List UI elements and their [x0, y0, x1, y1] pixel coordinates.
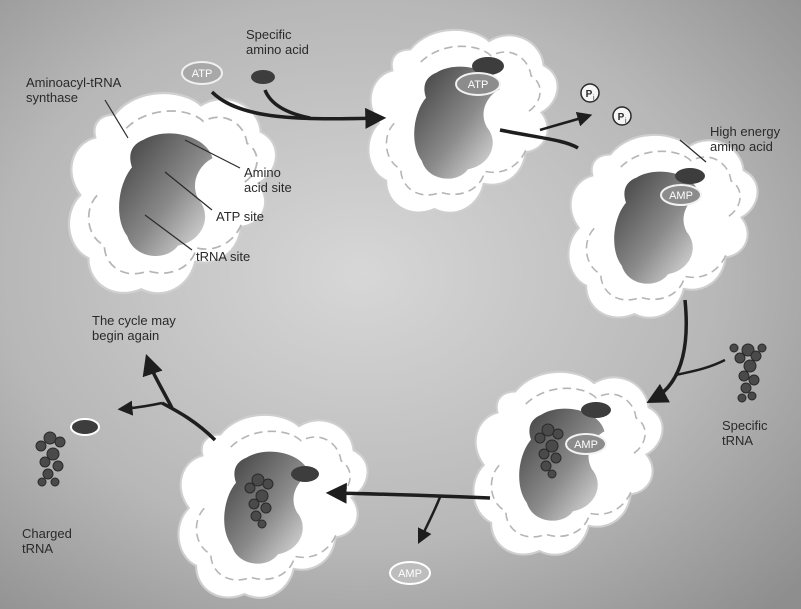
amino-acid-trna-step: [581, 402, 611, 418]
phosphate-label-1: P: [586, 89, 593, 100]
amp-bound-label-2: AMP: [574, 439, 598, 451]
synthase-label: Aminoacyl-tRNA synthase: [26, 75, 121, 105]
atp-label: ATP: [192, 68, 213, 80]
synthase-label-line1: Aminoacyl-tRNA: [26, 75, 121, 90]
amino-acid-site-label: Amino acid site: [244, 165, 292, 195]
amp-released-label: AMP: [398, 568, 422, 580]
specific-trna-line2: tRNA: [722, 433, 768, 448]
phosphate-label-2: P: [618, 112, 625, 123]
amino-acid-charged-step: [291, 466, 319, 482]
atp-bound-label: ATP: [468, 79, 489, 91]
amino-acid-charged-trna: [71, 419, 99, 435]
specific-amino-acid-line2: amino acid: [246, 42, 309, 57]
charged-trna-label: Charged tRNA: [22, 526, 72, 556]
charged-trna-line1: Charged: [22, 526, 72, 541]
specific-trna-line1: Specific: [722, 418, 768, 433]
specific-trna-label: Specific tRNA: [722, 418, 768, 448]
trna-site-label: tRNA site: [196, 249, 250, 264]
atp-site-label: ATP site: [216, 209, 264, 224]
amino-acid-high-energy: [675, 168, 705, 184]
charged-trna-line2: tRNA: [22, 541, 72, 556]
high-energy-line1: High energy: [710, 124, 780, 139]
high-energy-amino-acid-label: High energy amino acid: [710, 124, 780, 154]
amino-acid-free: [251, 70, 275, 84]
amino-acid-site-line2: acid site: [244, 180, 292, 195]
amp-bound-label-1: AMP: [669, 190, 693, 202]
specific-amino-acid-label: Specific amino acid: [246, 27, 309, 57]
cycle-again-line1: The cycle may: [92, 313, 176, 328]
specific-amino-acid-line1: Specific: [246, 27, 309, 42]
cycle-again-label: The cycle may begin again: [92, 313, 176, 343]
high-energy-line2: amino acid: [710, 139, 780, 154]
synthase-label-line2: synthase: [26, 90, 121, 105]
amino-acid-site-line1: Amino: [244, 165, 292, 180]
cycle-again-line2: begin again: [92, 328, 176, 343]
